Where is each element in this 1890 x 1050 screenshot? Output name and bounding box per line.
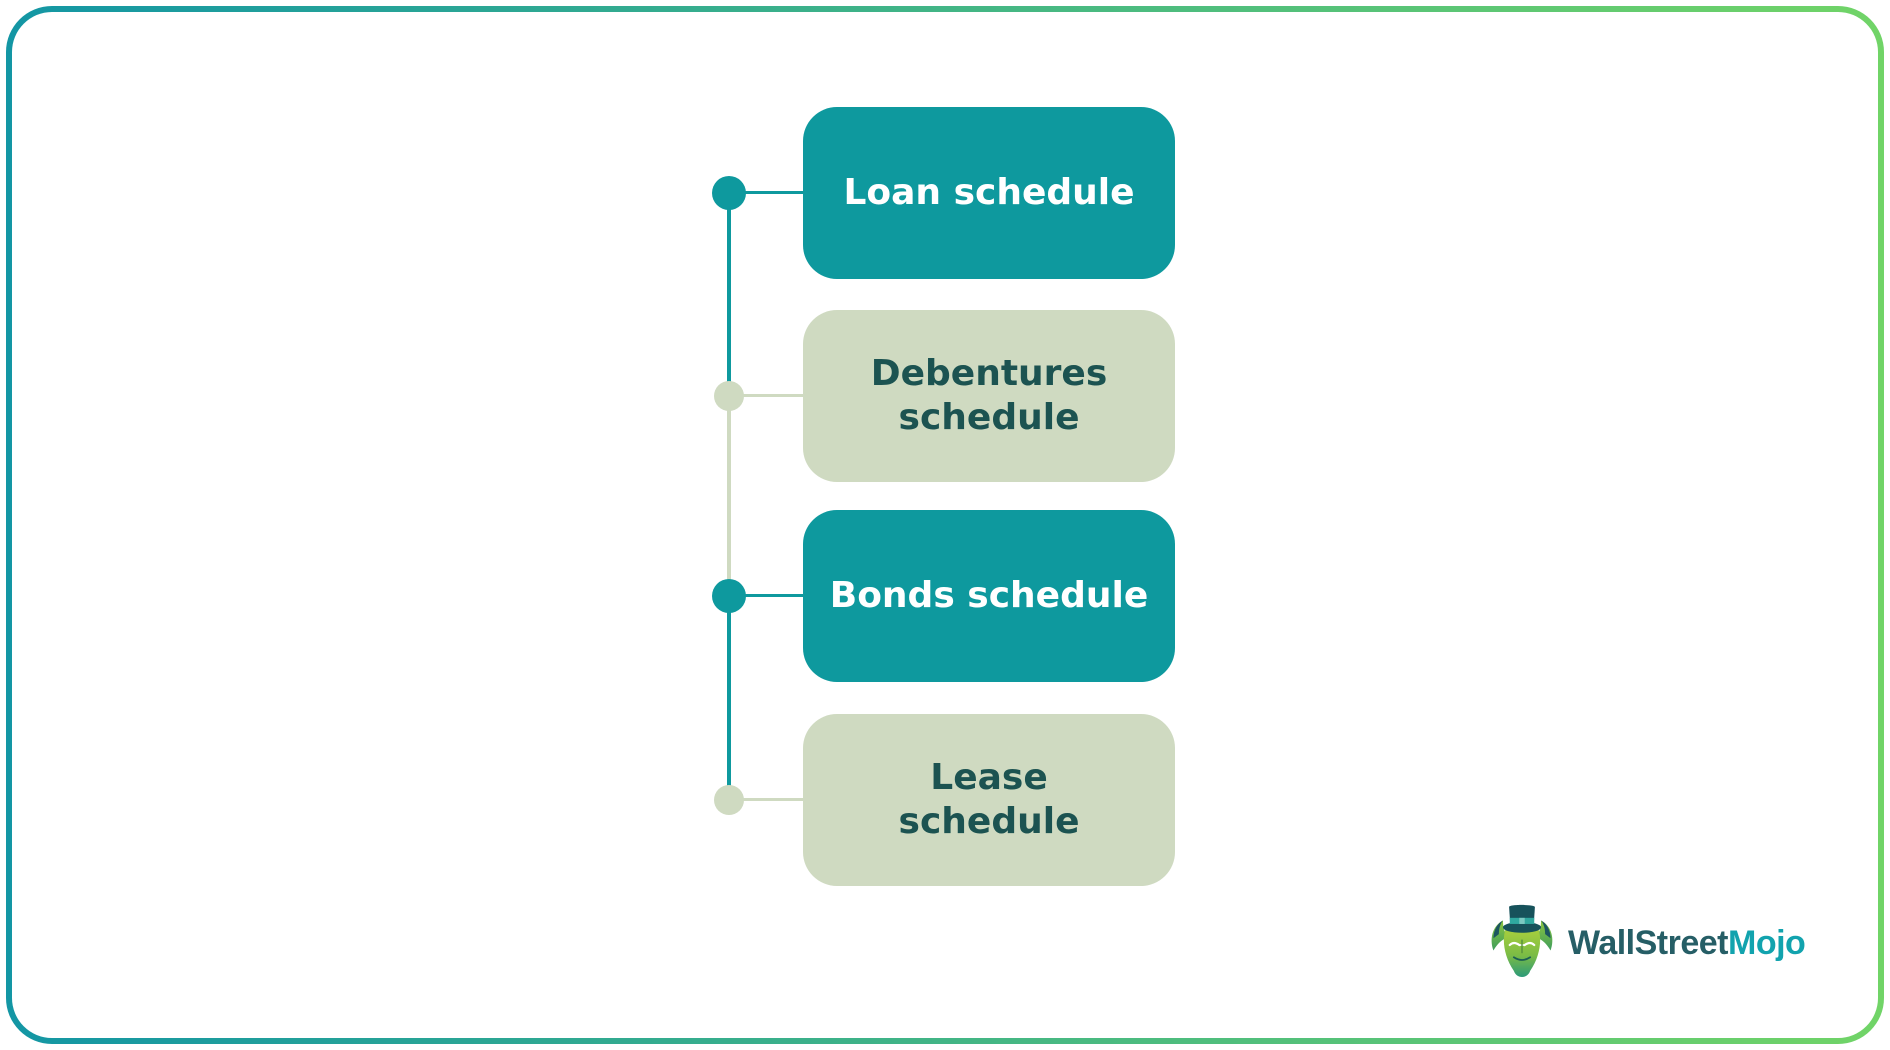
connector-debentures [729, 394, 803, 397]
timeline-dot-3 [712, 579, 746, 613]
logo-text: WallStreetMojo [1568, 923, 1806, 963]
wallstreetmojo-logo: WallStreetMojo [1488, 900, 1806, 986]
item-box-debentures-schedule: Debentures schedule [803, 310, 1175, 482]
logo-text-wallstreet: WallStreet [1568, 923, 1729, 962]
timeline-dot-1 [712, 176, 746, 210]
item-label-bonds-schedule: Bonds schedule [829, 575, 1149, 617]
timeline-dot-2 [714, 381, 744, 411]
timeline-segment-2 [727, 396, 731, 596]
item-label-lease-schedule: Lease schedule [898, 757, 1080, 842]
item-label-debentures-schedule: Debentures schedule [870, 353, 1108, 438]
item-box-loan-schedule: Loan schedule [803, 107, 1175, 279]
timeline-dot-4 [714, 785, 744, 815]
item-box-bonds-schedule: Bonds schedule [803, 510, 1175, 682]
timeline-segment-1 [727, 193, 731, 396]
connector-lease [729, 798, 803, 801]
logo-text-mojo: Mojo [1728, 923, 1806, 962]
item-label-loan-schedule: Loan schedule [843, 172, 1135, 214]
bull-mascot-icon [1491, 904, 1553, 977]
connector-bonds [729, 594, 803, 597]
item-box-lease-schedule: Lease schedule [803, 714, 1175, 886]
timeline-segment-3 [727, 596, 731, 800]
connector-loan [729, 191, 803, 194]
